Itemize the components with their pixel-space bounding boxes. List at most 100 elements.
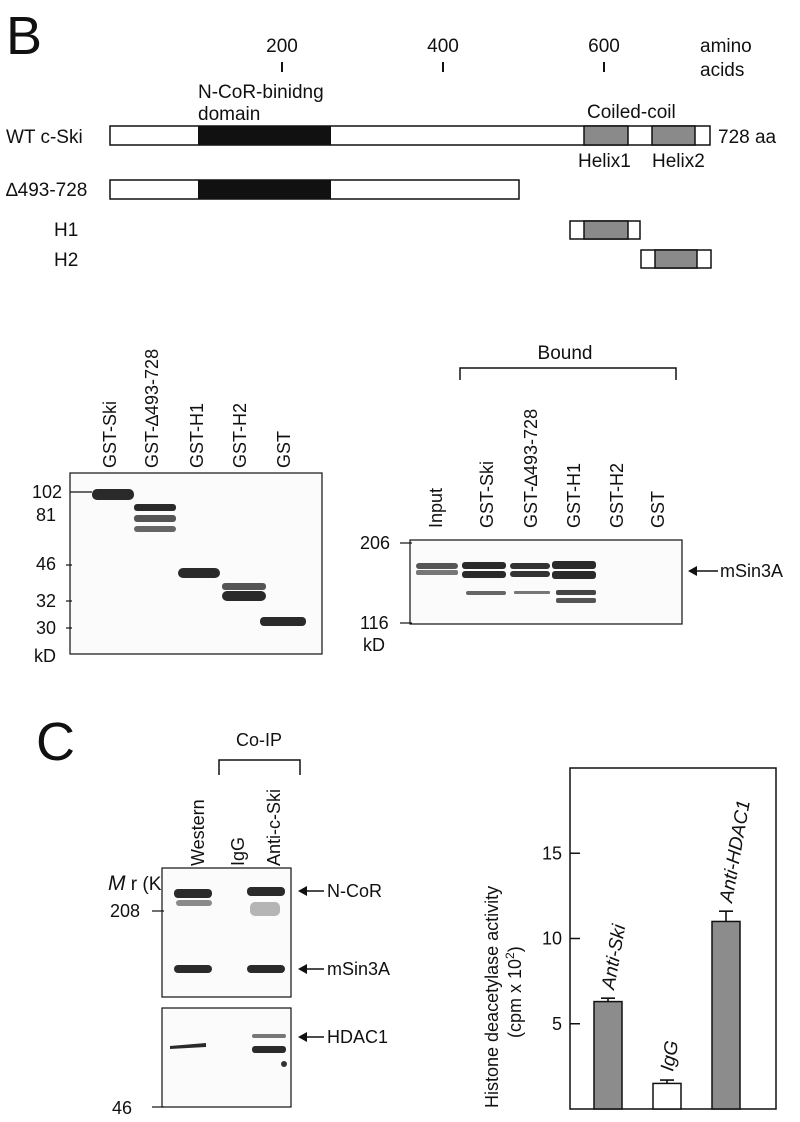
blot-band — [252, 1034, 286, 1038]
construct-h1-label: H1 — [54, 220, 78, 241]
gel2-band — [510, 563, 550, 569]
gel2-lane-label: GST-∆493-728 — [521, 409, 541, 528]
panel-c-letter: C — [36, 712, 75, 772]
chart-ylabel-line2: (cpm x 102) — [503, 946, 525, 1038]
gel1-marker-label: 102 — [32, 482, 62, 502]
construct-delta-label: ∆493-728 — [6, 180, 87, 201]
gel2-frame — [409, 539, 683, 625]
gel1-marker-label: 30 — [36, 618, 56, 638]
coiled-coil-label: Coiled-coil — [587, 102, 676, 123]
helix1-label: Helix1 — [578, 151, 631, 172]
coip-markers: 208 46 — [110, 901, 164, 1118]
hdac-chart: Histone deacetylase activity (cpm x 102)… — [482, 767, 777, 1110]
ncor-domain-label-line1: N-CoR-binidng — [198, 82, 324, 103]
gel2-band-label: mSin3A — [720, 561, 783, 581]
arrow-head-icon — [298, 886, 307, 896]
chart-bar — [652, 1082, 682, 1110]
mr-label: M r (K) — [108, 872, 168, 895]
gel2-marker-label: 116 — [360, 613, 389, 633]
gel2-lane-label: Input — [426, 488, 446, 528]
ncor-binding-domain — [198, 126, 331, 145]
chart-category-label: IgG — [657, 1039, 683, 1073]
chart-bar — [593, 1000, 623, 1110]
construct-h2-label: H2 — [54, 250, 78, 271]
gel1-lane-label: GST-H2 — [230, 403, 250, 468]
coip-band-label: N-CoR — [327, 881, 382, 901]
arrow-head-icon — [298, 964, 307, 974]
scale-unit-line1: amino — [700, 36, 752, 57]
helix1-domain — [583, 125, 629, 146]
chart-ylabel-line1: Histone deacetylase activity — [482, 886, 502, 1108]
gel1-band — [92, 489, 134, 500]
blot-band — [247, 965, 285, 973]
coip-lane-label: Western — [188, 799, 208, 866]
chart-y-tick-label: 10 — [542, 929, 562, 949]
ncor-binding-domain — [198, 180, 331, 199]
gel2-lane-label: GST-H1 — [564, 463, 584, 528]
arrow-head-icon — [688, 566, 697, 576]
gel2-band — [466, 591, 506, 595]
gel2-lane-label: GST — [648, 491, 668, 528]
blot-band — [170, 1043, 206, 1049]
blot-upper-bands — [174, 887, 285, 973]
gel1-marker-label: 32 — [36, 591, 56, 611]
gel1-band — [222, 591, 266, 601]
coip-bracket — [218, 759, 301, 775]
scale-ticks: 200 400 600 amino acids — [266, 36, 752, 81]
gel1-unit-label: kD — [34, 646, 56, 666]
coip-marker-label: 208 — [110, 901, 140, 921]
gel1-lane-label: GST-∆493-728 — [142, 349, 162, 468]
scale-tick-400: 400 — [427, 36, 459, 57]
gel1-bands — [92, 489, 306, 626]
gel1-lane-label: GST-H1 — [187, 403, 207, 468]
gel2-band — [462, 562, 506, 569]
gel2-band — [416, 563, 458, 569]
chart-y-tick-label: 15 — [542, 843, 562, 863]
gel1-lane-label: GST — [274, 431, 294, 468]
coip-marker-label: 46 — [112, 1098, 132, 1117]
length-label: 728 aa — [718, 127, 777, 148]
chart-y-tick-label: 5 — [552, 1014, 562, 1034]
gel1-marker-label: 81 — [36, 505, 56, 525]
gel1-band — [134, 515, 176, 522]
blot-band — [252, 1046, 286, 1053]
coip-lane-label: IgG — [228, 837, 248, 866]
ncor-domain-label-line2: domain — [198, 104, 260, 125]
gel1-lane-label: GST-Ski — [100, 401, 120, 468]
chart-error-bar — [719, 910, 733, 922]
coip-band-label: mSin3A — [327, 959, 390, 979]
chart-y-axis: 5 10 15 — [542, 843, 580, 1034]
gel2-band — [514, 591, 550, 594]
gel2-band — [416, 570, 458, 575]
scale-unit-line2: acids — [700, 60, 744, 81]
gel1-lane-labels: GST-Ski GST-∆493-728 GST-H1 GST-H2 GST — [100, 349, 294, 468]
coip-label: Co-IP — [236, 730, 282, 750]
gel2-band — [510, 571, 550, 577]
blot-band — [174, 965, 212, 973]
coip-lane-labels: Western IgG Anti-c-Ski — [188, 789, 284, 866]
gel1-band — [178, 568, 220, 578]
coip-band-label: HDAC1 — [327, 1027, 388, 1047]
blot-lower-frame — [161, 1007, 292, 1108]
arrow-head-icon — [298, 1032, 307, 1042]
chart-category-label: Anti-Ski — [598, 922, 630, 992]
blot-band — [247, 887, 285, 896]
coip-lane-label: Anti-c-Ski — [264, 789, 284, 866]
gel1-markers: 102 81 46 32 30 kD — [32, 482, 92, 666]
helix2-domain — [651, 125, 696, 146]
gel2-marker-label: 206 — [360, 533, 390, 553]
gel1-band — [134, 526, 176, 532]
chart-error-bar — [601, 997, 615, 1002]
gel2-bound-label: Bound — [538, 343, 593, 364]
gel1-marker-label: 46 — [36, 554, 56, 574]
gel2-lane-label: GST-Ski — [477, 461, 497, 528]
helix2-label: Helix2 — [652, 151, 705, 172]
gel2-bound-bracket — [459, 367, 677, 380]
gel2-lane-label: GST-H2 — [607, 463, 627, 528]
gel1-band — [260, 617, 306, 626]
blot-band — [174, 889, 212, 898]
gel2-band — [462, 571, 506, 578]
gel2-arrow: mSin3A — [688, 561, 783, 581]
blot-band — [250, 902, 280, 916]
